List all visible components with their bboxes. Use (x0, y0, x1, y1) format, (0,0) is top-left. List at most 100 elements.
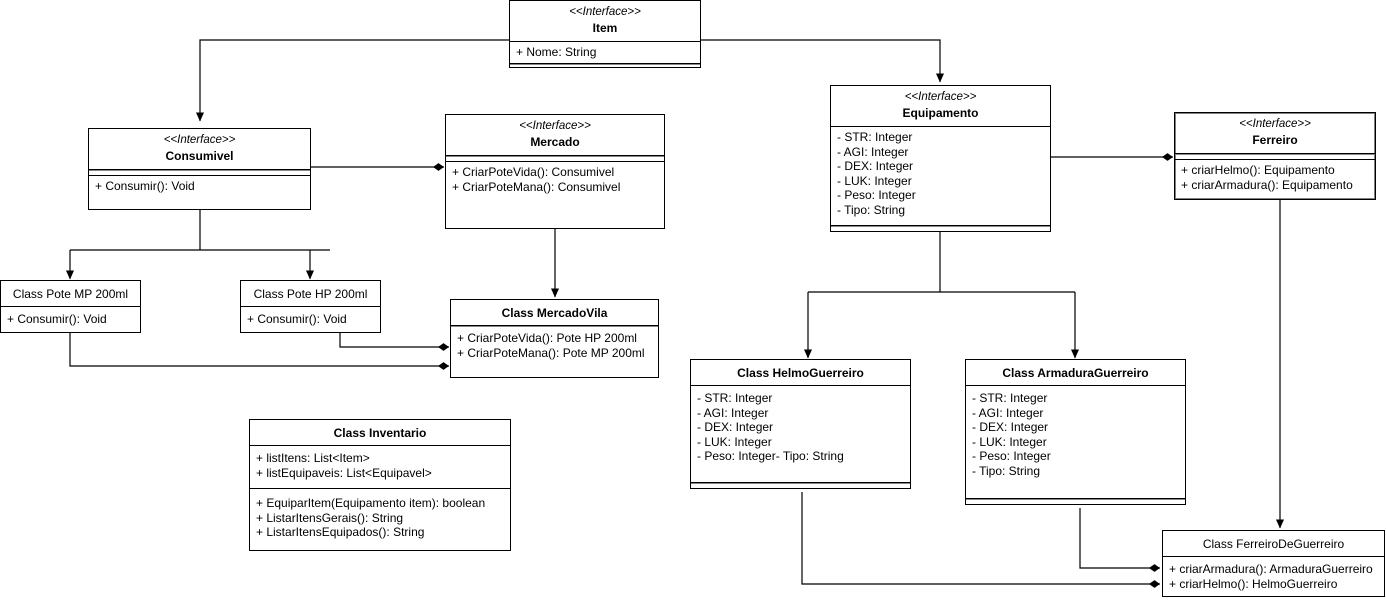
class-name-label: Class FerreiroDeGuerreiro (1202, 537, 1345, 551)
method-row: + Consumir(): Void (247, 312, 347, 326)
stereotype-label: <<Interface>> (163, 134, 236, 146)
method-row: + criarHelmo(): HelmoGuerreiro (1169, 576, 1338, 591)
methods-compartment (691, 482, 910, 488)
attribute-row: - STR: Integer (972, 391, 1048, 405)
class-name-label: Class Pote MP 200ml (12, 287, 129, 301)
attribute-row: - DEX: Integer (697, 420, 774, 434)
methods-compartment: + CriarPoteVida(): Pote HP 200ml + Criar… (451, 325, 658, 377)
methods-compartment: + CriarPoteVida(): Consumivel + CriarPot… (446, 161, 664, 228)
methods-compartment: + EquiparItem(Equipamento item): boolean… (250, 488, 510, 550)
attributes-compartment: + listItens: List<Item> + listEquipaveis… (250, 445, 510, 488)
attribute-row: - Tipo: String (837, 202, 906, 217)
edge-helmo-to-ferreirodeguerreiro (801, 492, 1160, 588)
class-box-pote-mp[interactable]: Class Pote MP 200ml + Consumir(): Void (0, 280, 141, 333)
method-row: + Consumir(): Void (7, 312, 107, 326)
class-header-mercadovila: Class MercadoVila (451, 300, 658, 325)
method-row: + CriarPoteVida(): Pote HP 200ml (457, 331, 637, 345)
class-header-ferreiro: <<Interface>> Ferreiro (1175, 113, 1375, 153)
method-row: + criarArmadura(): Equipamento (1181, 177, 1353, 192)
stereotype-label: <<Interface>> (569, 6, 641, 18)
attribute-row: - STR: Integer (697, 391, 773, 405)
attribute-row: - AGI: Integer (697, 405, 769, 420)
class-box-item[interactable]: <<Interface>> Item + Nome: String (509, 0, 701, 68)
class-header-pote-mp: Class Pote MP 200ml (1, 281, 140, 306)
class-box-pote-hp[interactable]: Class Pote HP 200ml + Consumir(): Void (240, 280, 381, 333)
class-name-label: Consumivel (165, 149, 234, 163)
class-name-label: Class MercadoVila (501, 306, 608, 320)
method-row: + CriarPoteMana(): Pote MP 200ml (457, 345, 645, 360)
methods-compartment (510, 62, 700, 68)
class-box-mercado[interactable]: <<Interface>> Mercado + CriarPoteVida():… (445, 114, 665, 229)
stereotype-label: <<Interface>> (1239, 118, 1311, 130)
class-header-equipamento: <<Interface>> Equipamento (831, 86, 1050, 126)
attribute-row: - STR: Integer (837, 130, 913, 144)
attribute-row: + Nome: String (516, 45, 597, 59)
attribute-row: - DEX: Integer (837, 159, 914, 173)
class-header-item: <<Interface>> Item (510, 1, 700, 41)
class-box-ferreiro[interactable]: <<Interface>> Ferreiro + criarHelmo(): E… (1174, 112, 1376, 200)
edge-armadura-to-ferreirodeguerreiro (1079, 508, 1160, 572)
methods-compartment: + Consumir(): Void (89, 175, 310, 209)
class-box-ferreirodeguerreiro[interactable]: Class FerreiroDeGuerreiro + criarArmadur… (1162, 530, 1385, 597)
class-name-label: Ferreiro (1252, 133, 1298, 147)
class-header-armaduraguerreiro: Class ArmaduraGuerreiro (966, 360, 1185, 385)
class-header-ferreirodeguerreiro: Class FerreiroDeGuerreiro (1163, 531, 1384, 556)
class-header-helmoguerreiro: Class HelmoGuerreiro (691, 360, 910, 385)
edge-potemp-to-mercadovila (69, 333, 449, 370)
class-header-consumivel: <<Interface>> Consumivel (89, 129, 310, 169)
method-row: + criarArmadura(): ArmaduraGuerreiro (1169, 562, 1373, 576)
attribute-row: - LUK: Integer (697, 434, 772, 449)
attribute-row: - Peso: Integer- Tipo: String (697, 449, 844, 463)
edge-equipamento-to-subclasses (804, 232, 1079, 359)
class-box-armaduraguerreiro[interactable]: Class ArmaduraGuerreiro - STR: Integer -… (965, 359, 1186, 505)
stereotype-label: <<Interface>> (519, 120, 591, 132)
attribute-row: - Peso: Integer (837, 188, 916, 202)
edge-consumivel-to-potes (66, 210, 330, 280)
class-box-mercadovila[interactable]: Class MercadoVila + CriarPoteVida(): Pot… (450, 299, 659, 378)
class-box-inventario[interactable]: Class Inventario + listItens: List<Item>… (249, 419, 511, 551)
method-row: + CriarPoteVida(): Consumivel (452, 165, 615, 179)
class-name-label: Class Pote HP 200ml (253, 287, 368, 301)
attributes-compartment: - STR: Integer - AGI: Integer - DEX: Int… (831, 126, 1050, 225)
class-name-label: Item (592, 21, 618, 35)
attributes-compartment: - STR: Integer - AGI: Integer - DEX: Int… (691, 385, 910, 482)
attribute-row: + listItens: List<Item> (256, 451, 370, 465)
method-row: + ListarItensEquipados(): String (256, 525, 425, 539)
methods-compartment (966, 498, 1185, 504)
attribute-row: - Peso: Integer (972, 449, 1051, 463)
methods-compartment (831, 225, 1050, 231)
class-name-label: Mercado (530, 135, 580, 149)
method-row: + Consumir(): Void (95, 179, 195, 193)
method-row: + CriarPoteMana(): Consumivel (452, 179, 621, 194)
class-box-consumivel[interactable]: <<Interface>> Consumivel + Consumir(): V… (88, 128, 311, 210)
class-box-equipamento[interactable]: <<Interface>> Equipamento - STR: Integer… (830, 85, 1051, 232)
attribute-row: - LUK: Integer (837, 173, 912, 188)
class-header-inventario: Class Inventario (250, 420, 510, 445)
method-row: + criarHelmo(): Equipamento (1181, 163, 1335, 177)
class-header-mercado: <<Interface>> Mercado (446, 115, 664, 155)
attributes-compartment (89, 169, 310, 175)
attributes-compartment (1175, 153, 1375, 159)
edge-potehp-to-mercadovila (339, 333, 449, 351)
attribute-row: - Tipo: String (972, 463, 1041, 478)
methods-compartment: + Consumir(): Void (1, 306, 140, 332)
class-box-helmoguerreiro[interactable]: Class HelmoGuerreiro - STR: Integer - AG… (690, 359, 911, 489)
class-name-label: Class ArmaduraGuerreiro (1002, 366, 1149, 380)
class-name-label: Equipamento (902, 106, 979, 120)
methods-compartment: + criarArmadura(): ArmaduraGuerreiro + c… (1163, 556, 1384, 596)
methods-compartment: + Consumir(): Void (241, 306, 380, 332)
attributes-compartment (446, 155, 664, 161)
method-row: + ListarItensGerais(): String (256, 510, 404, 525)
attribute-row: + listEquipaveis: List<Equipavel> (256, 465, 432, 480)
edge-item-to-consumivel (196, 39, 509, 122)
stereotype-label: <<Interface>> (904, 91, 977, 103)
attributes-compartment: + Nome: String (510, 41, 700, 63)
attribute-row: - AGI: Integer (837, 144, 909, 159)
attributes-compartment: - STR: Integer - AGI: Integer - DEX: Int… (966, 385, 1185, 498)
class-name-label: Class HelmoGuerreiro (737, 366, 864, 380)
class-name-label: Class Inventario (333, 426, 427, 440)
methods-compartment: + criarHelmo(): Equipamento + criarArmad… (1175, 159, 1375, 199)
method-row: + EquiparItem(Equipamento item): boolean (256, 496, 486, 510)
